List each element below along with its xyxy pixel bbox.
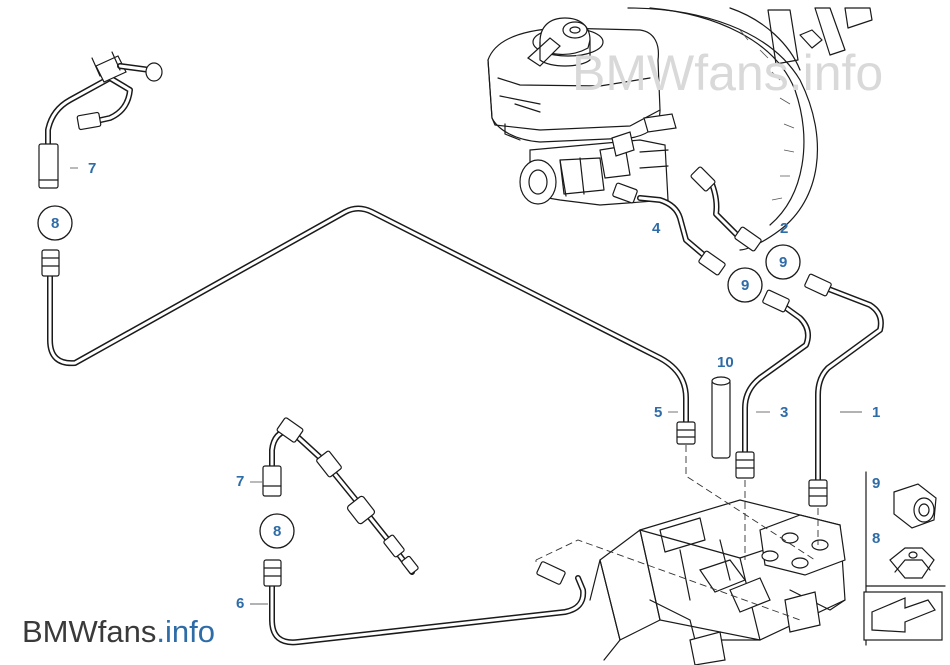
protective-sleeve: [711, 376, 731, 459]
brake-hose-rear: [262, 417, 419, 575]
callout-3: 3: [780, 404, 788, 421]
watermark-footer-prefix: BMWfans: [22, 614, 157, 649]
watermark-footer: BMWfans.info: [22, 614, 215, 650]
brake-pipe-6: [269, 575, 587, 646]
callout-6: 6: [236, 595, 244, 612]
parts-inset-panel: [863, 471, 946, 646]
leader-lines: [70, 167, 862, 605]
reference-lines: [535, 445, 819, 621]
callout-7-upper: 7: [88, 160, 96, 177]
callout-7-lower: 7: [236, 473, 244, 490]
callout-8-lower: 8: [273, 523, 281, 540]
brake-hose-front: [38, 51, 163, 189]
watermark-footer-suffix: .info: [156, 614, 215, 649]
brake-pipe-1: [815, 285, 884, 485]
brake-pipes: [47, 181, 884, 646]
callout-9-upper: 9: [779, 254, 787, 271]
hydraulic-unit: [589, 499, 846, 665]
callout-5: 5: [654, 404, 662, 421]
callout-rings: [37, 205, 801, 549]
callout-9-lower: 9: [741, 277, 749, 294]
callout-labels: 1 2 3 4 5 6 7 7 8 8 8 9 9 9 10: [51, 160, 880, 612]
callout-4: 4: [652, 220, 661, 237]
brake-pipe-5: [47, 205, 689, 428]
callout-10: 10: [717, 354, 734, 371]
callout-8-inset: 8: [872, 530, 880, 547]
brake-fluid-reservoir: [487, 17, 661, 143]
callout-8-upper: 8: [51, 215, 59, 232]
pipe-fittings: [41, 166, 832, 587]
watermark-main: BMWfans.info: [572, 45, 884, 101]
callout-9-inset: 9: [872, 475, 880, 492]
callout-1: 1: [872, 404, 880, 421]
brake-booster: [627, 7, 873, 251]
callout-2: 2: [780, 220, 788, 237]
brake-pipe-3: [742, 302, 811, 458]
